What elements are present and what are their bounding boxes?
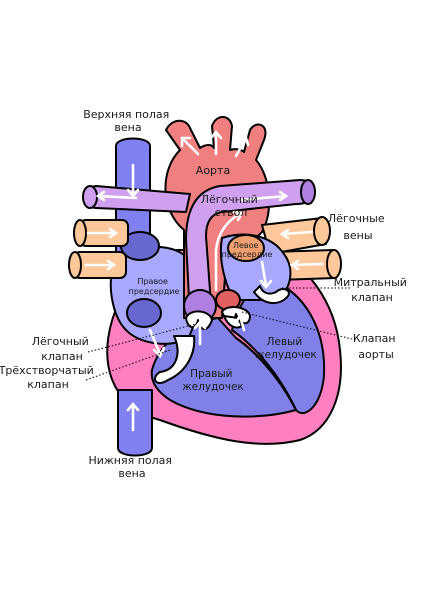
label-mitral-valve: Митральный клапан	[334, 276, 411, 304]
label-superior-vena-cava: Верхняя полая вена	[83, 108, 173, 134]
vein-cap	[326, 249, 342, 279]
label-inferior-vena-cava: Нижняя полая вена	[88, 454, 175, 480]
label-left-ventricle: Левый желудочек	[255, 336, 317, 361]
label-pulmonary-veins: Лёгочные вены	[328, 212, 388, 242]
septum	[235, 337, 297, 411]
mitral-valve-leaflet	[253, 285, 290, 304]
label-right-ventricle: Правый желудочек	[182, 368, 244, 393]
flow-arrows	[84, 129, 324, 432]
label-right-atrium: Правое предсердие	[129, 277, 180, 296]
inferior-vena-cava	[117, 389, 153, 457]
vein-cap	[313, 216, 331, 246]
vein-cap	[73, 219, 87, 247]
label-pulmonary-valve: Лёгочный клапан	[32, 335, 93, 363]
leader-lines	[85, 287, 357, 381]
left-atrium-highlight	[227, 234, 265, 262]
label-aortic-valve: Клапан аорты	[353, 332, 399, 361]
vein-cap	[68, 251, 82, 279]
label-left-atrium: Левое предсердие	[222, 241, 273, 259]
artery-cap	[82, 185, 98, 209]
artery-cap	[300, 179, 316, 205]
label-pulmonary-trunk: Лёгочный ствол	[201, 193, 262, 219]
right-atrium-opening-bottom	[126, 298, 162, 328]
tricuspid-valve-leaflet	[153, 335, 196, 384]
label-aorta: Аорта	[196, 164, 230, 177]
label-tricuspid-valve: Трёхстворчатый клапан	[0, 364, 97, 391]
